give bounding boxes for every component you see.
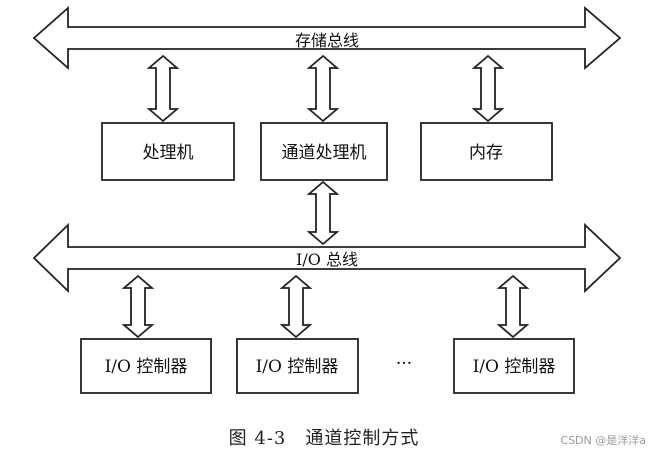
connector-io-ctrl-2 xyxy=(279,274,313,339)
figure-caption: 图 4-3 通道控制方式 xyxy=(229,428,420,449)
connector-channel-top xyxy=(306,54,340,123)
ellipsis: ··· xyxy=(396,354,412,374)
connector-processor xyxy=(146,54,180,123)
channel-processor-label: 通道处理机 xyxy=(282,143,367,163)
io-bus: I/O 总线 xyxy=(32,222,622,294)
watermark: CSDN @是洋洋a xyxy=(560,433,646,447)
processor-label: 处理机 xyxy=(143,143,194,163)
io-controller-label-3: I/O 控制器 xyxy=(473,357,556,377)
io-bus-label: I/O 总线 xyxy=(296,250,358,269)
memory-box: 内存 xyxy=(420,122,553,181)
memory-label: 内存 xyxy=(469,143,503,163)
storage-bus: 存储总线 xyxy=(32,6,622,70)
io-controller-label-1: I/O 控制器 xyxy=(105,357,188,377)
connector-io-ctrl-3 xyxy=(496,274,530,339)
processor-box: 处理机 xyxy=(101,122,235,181)
storage-bus-label: 存储总线 xyxy=(295,31,359,50)
io-bus-arrow xyxy=(32,222,622,294)
channel-processor-box: 通道处理机 xyxy=(260,122,388,181)
io-controller-box-3: I/O 控制器 xyxy=(453,338,575,394)
connector-io-ctrl-1 xyxy=(121,274,155,339)
io-controller-box-1: I/O 控制器 xyxy=(80,338,212,394)
io-controller-label-2: I/O 控制器 xyxy=(256,357,339,377)
connector-memory xyxy=(471,54,505,123)
connector-channel-bottom xyxy=(306,180,340,246)
storage-bus-arrow xyxy=(32,6,622,70)
io-controller-box-2: I/O 控制器 xyxy=(236,338,359,394)
